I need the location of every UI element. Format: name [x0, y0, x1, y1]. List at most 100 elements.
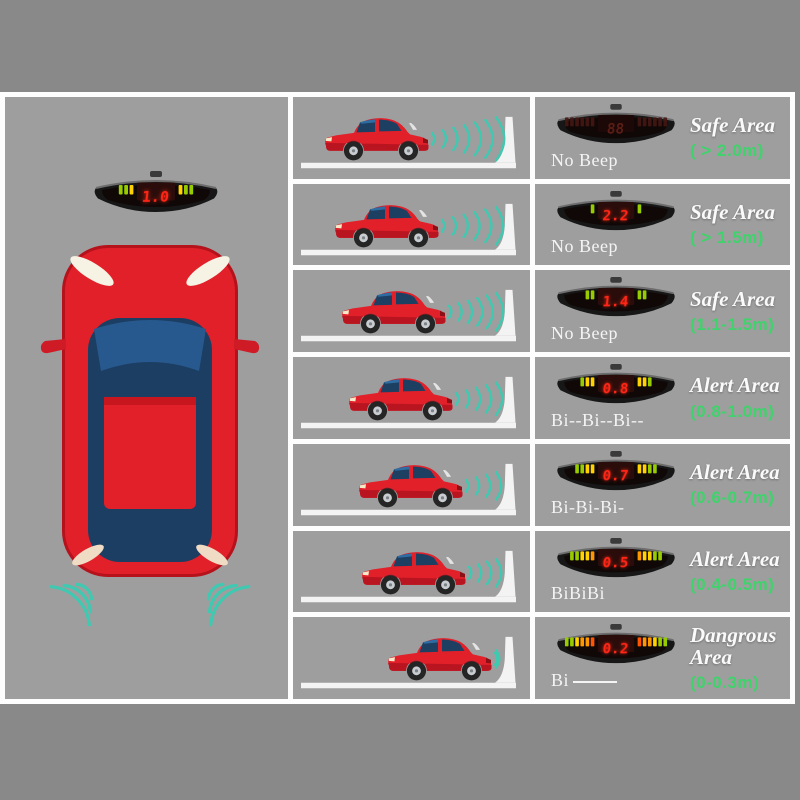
- indicator-bar: [570, 550, 574, 560]
- area-title: Safe Area: [690, 286, 775, 311]
- range-label: (1.1-1.5m): [690, 314, 775, 334]
- indicator-bar: [642, 637, 647, 647]
- area-title: Dangrous: [690, 622, 777, 647]
- indicator-bar: [189, 185, 194, 195]
- wall-icon: [495, 203, 516, 250]
- area-title: Alert Area: [690, 373, 780, 398]
- indicator-bar: [637, 290, 642, 300]
- sensor-display-icon: 1.4: [557, 277, 675, 317]
- sonar-waves-icon: [447, 292, 505, 333]
- indicator-bar: [658, 550, 662, 560]
- scene-row-1: [301, 116, 516, 169]
- indicator-bar: [580, 550, 585, 560]
- car-top-icon: [40, 245, 260, 577]
- indicator-bar: [580, 117, 585, 127]
- indicator-bar: [590, 204, 595, 214]
- sonar-waves-icon: [467, 557, 503, 588]
- range-label: (0.6-0.7m): [690, 488, 775, 508]
- indicator-bar: [653, 637, 657, 647]
- scene-row-3: [301, 290, 516, 342]
- indicator-bar: [663, 117, 668, 127]
- indicator-bar: [590, 290, 595, 300]
- indicator-bar: [647, 464, 652, 474]
- indicator-bar: [585, 377, 590, 387]
- indicator-bar: [564, 117, 569, 127]
- road: [301, 422, 516, 429]
- indicator-bar: [642, 117, 647, 127]
- range-label: ( > 2.0m): [690, 141, 764, 161]
- beep-text: Bi--Bi--Bi--: [551, 409, 644, 430]
- indicator-bar: [129, 185, 134, 195]
- display-top-tab: [610, 624, 622, 630]
- beep-text: No Beep: [551, 323, 618, 344]
- info-panel-row-4: 0.8 Bi--Bi--Bi-- Alert Area (0.8-1.0m): [535, 357, 790, 439]
- distance-scene-row-5: [293, 443, 530, 526]
- display-top-tab: [610, 364, 622, 370]
- rear-sonar-waves-icon: [49, 582, 251, 627]
- indicator-bar: [653, 117, 657, 127]
- sensor-display-main: 1.0: [90, 170, 222, 216]
- indicator-bar: [647, 637, 652, 647]
- info-panel-row-3: 1.4 No Beep Safe Area (1.1-1.5m): [535, 270, 790, 353]
- scene-row-6: [301, 550, 516, 602]
- indicator-bar: [642, 550, 647, 560]
- beep-text: No Beep: [551, 149, 618, 170]
- sonar-waves-icon: [464, 470, 503, 501]
- display-rim: [558, 372, 674, 382]
- scene-row-4: [301, 377, 516, 429]
- indicator-bar: [575, 550, 579, 560]
- area-title: Safe Area: [690, 113, 775, 138]
- indicator-bar: [570, 637, 574, 647]
- area-info: Safe Area ( > 2.0m): [690, 97, 788, 179]
- area-info: Safe Area (1.1-1.5m): [690, 270, 788, 352]
- indicator-bar: [564, 637, 569, 647]
- wall-icon: [495, 550, 516, 597]
- sensor-display-icon: 0.7: [557, 450, 675, 491]
- distance-readout: 0.8: [602, 381, 630, 397]
- area-title: Safe Area: [690, 200, 775, 225]
- indicator-bar: [637, 204, 642, 214]
- display-window: [597, 288, 635, 306]
- indicator-bar: [580, 377, 585, 387]
- area-info: Safe Area ( > 1.5m): [690, 184, 788, 266]
- indicator-bar: [118, 185, 123, 195]
- car-side-icon: [342, 291, 446, 334]
- indicator-bar: [585, 290, 590, 300]
- display-rim: [558, 199, 674, 208]
- wall-icon: [495, 377, 516, 423]
- car-side-icon: [325, 118, 429, 161]
- distance-scene-row-1: [293, 97, 530, 179]
- indicator-bar: [585, 117, 590, 127]
- range-label: (0.4-0.5m): [690, 574, 775, 594]
- distance-readout: 0.2: [602, 642, 630, 658]
- indicator-bar: [647, 117, 652, 127]
- sensor-display-icon: 0.5: [557, 537, 675, 577]
- scene-row-2: [301, 203, 516, 255]
- indicator-bar: [642, 464, 647, 474]
- indicator-bar: [575, 117, 579, 127]
- sensor-display-icon: 0.2: [557, 624, 675, 664]
- beep-text: Bi-Bi-Bi-: [551, 496, 625, 517]
- main-frame: 1.0 88 No Beep Safe Area ( > 2.0m) 2.2: [0, 92, 795, 704]
- indicator-bar: [580, 637, 585, 647]
- display-top-tab: [610, 537, 622, 544]
- sonar-waves-icon: [454, 381, 504, 417]
- sonar-waves-icon: [440, 205, 505, 246]
- sensor-display-icon: 2.2: [557, 190, 675, 230]
- area-title: Area: [690, 644, 732, 669]
- distance-scene-row-6: [293, 530, 530, 613]
- beep-label: No Beep: [551, 236, 618, 257]
- display-window: [137, 182, 175, 201]
- car-side-icon: [349, 378, 453, 421]
- distance-readout: 2.2: [602, 208, 630, 224]
- indicator-bar: [570, 117, 574, 127]
- indicator-bar: [653, 464, 657, 474]
- indicator-bar: [590, 464, 595, 474]
- wall-icon: [495, 290, 516, 337]
- area-title: Alert Area: [690, 546, 780, 571]
- area-info: Alert Area (0.8-1.0m): [690, 357, 788, 439]
- car-side-icon: [388, 638, 492, 681]
- distance-readout: 1.4: [602, 295, 630, 311]
